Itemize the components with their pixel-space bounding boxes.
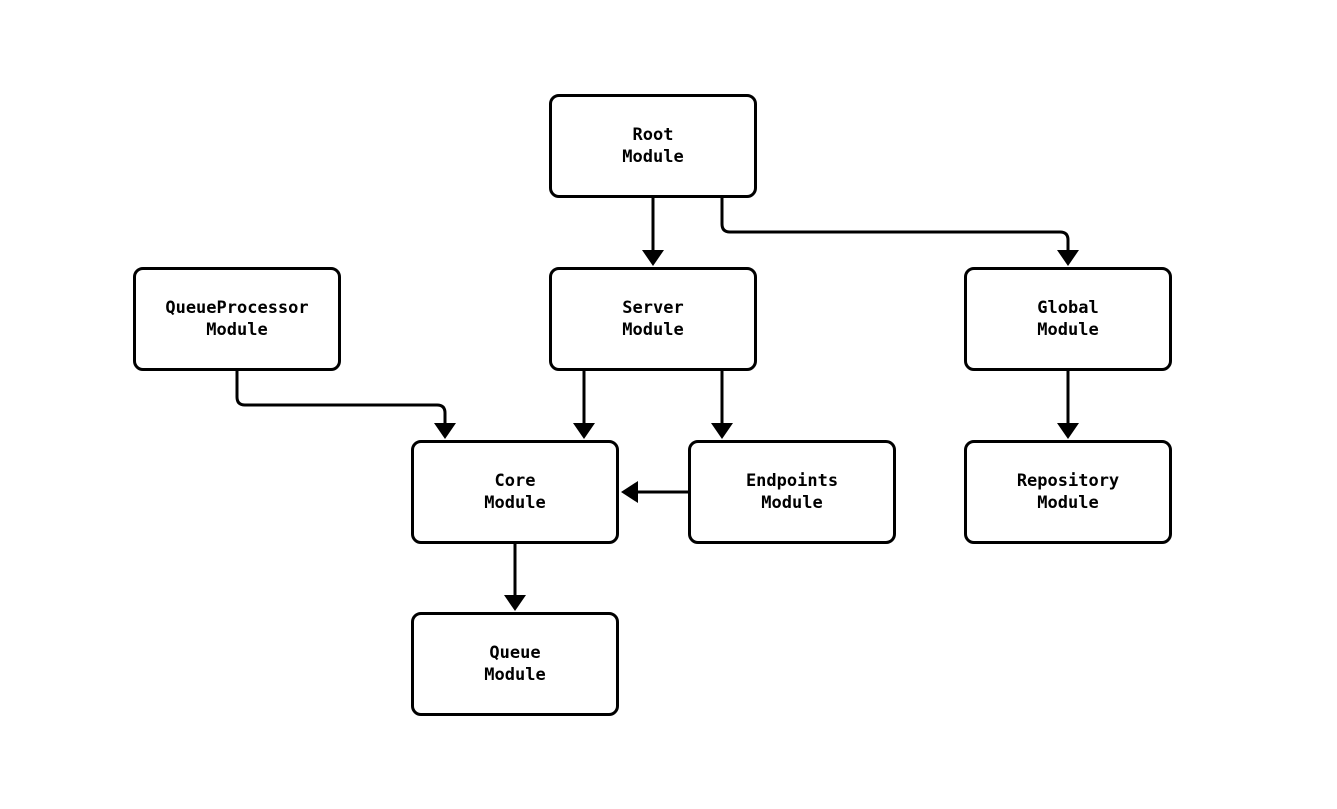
- node-label-line1: Root: [632, 125, 674, 145]
- node-label-line2: Module: [1037, 493, 1099, 513]
- arrowhead-root-to-global-icon: [1057, 250, 1079, 266]
- node-endpoints-module: Endpoints Module: [688, 440, 896, 544]
- node-global-module: Global Module: [964, 267, 1172, 371]
- node-label-line1: Core: [494, 471, 536, 491]
- node-core-module: Core Module: [411, 440, 619, 544]
- node-label-line1: Endpoints: [745, 471, 839, 491]
- arrowhead-endpoints-to-core-icon: [621, 481, 638, 503]
- arrowhead-root-to-server-icon: [642, 250, 664, 266]
- node-label-line2: Module: [622, 320, 684, 340]
- node-label-line1: Global: [1037, 298, 1099, 318]
- node-server-module: Server Module: [549, 267, 757, 371]
- arrowhead-queueprocessor-to-core-icon: [434, 423, 456, 439]
- node-label-line2: Module: [484, 493, 546, 513]
- node-queue-module: Queue Module: [411, 612, 619, 716]
- node-label-line1: Server: [622, 298, 684, 318]
- node-label-line1: Repository: [1016, 471, 1120, 491]
- node-repository-module: Repository Module: [964, 440, 1172, 544]
- node-label-line1: Queue: [489, 643, 541, 663]
- arrowhead-global-to-repository-icon: [1057, 423, 1079, 439]
- edge-queueprocessor-to-core: [235, 371, 447, 425]
- arrowhead-server-to-core-icon: [573, 423, 595, 439]
- node-label-line2: Module: [484, 665, 546, 685]
- node-label-line2: Module: [1037, 320, 1099, 340]
- node-label-line1: QueueProcessor: [165, 298, 309, 318]
- arrowhead-core-to-queue-icon: [504, 595, 526, 611]
- arrowhead-server-to-endpoints-icon: [711, 423, 733, 439]
- node-label-line2: Module: [761, 493, 823, 513]
- node-queueprocessor-module: QueueProcessor Module: [133, 267, 341, 371]
- edge-root-to-global: [720, 198, 1070, 252]
- node-label-line2: Module: [206, 320, 268, 340]
- node-root-module: Root Module: [549, 94, 757, 198]
- node-label-line2: Module: [622, 147, 684, 167]
